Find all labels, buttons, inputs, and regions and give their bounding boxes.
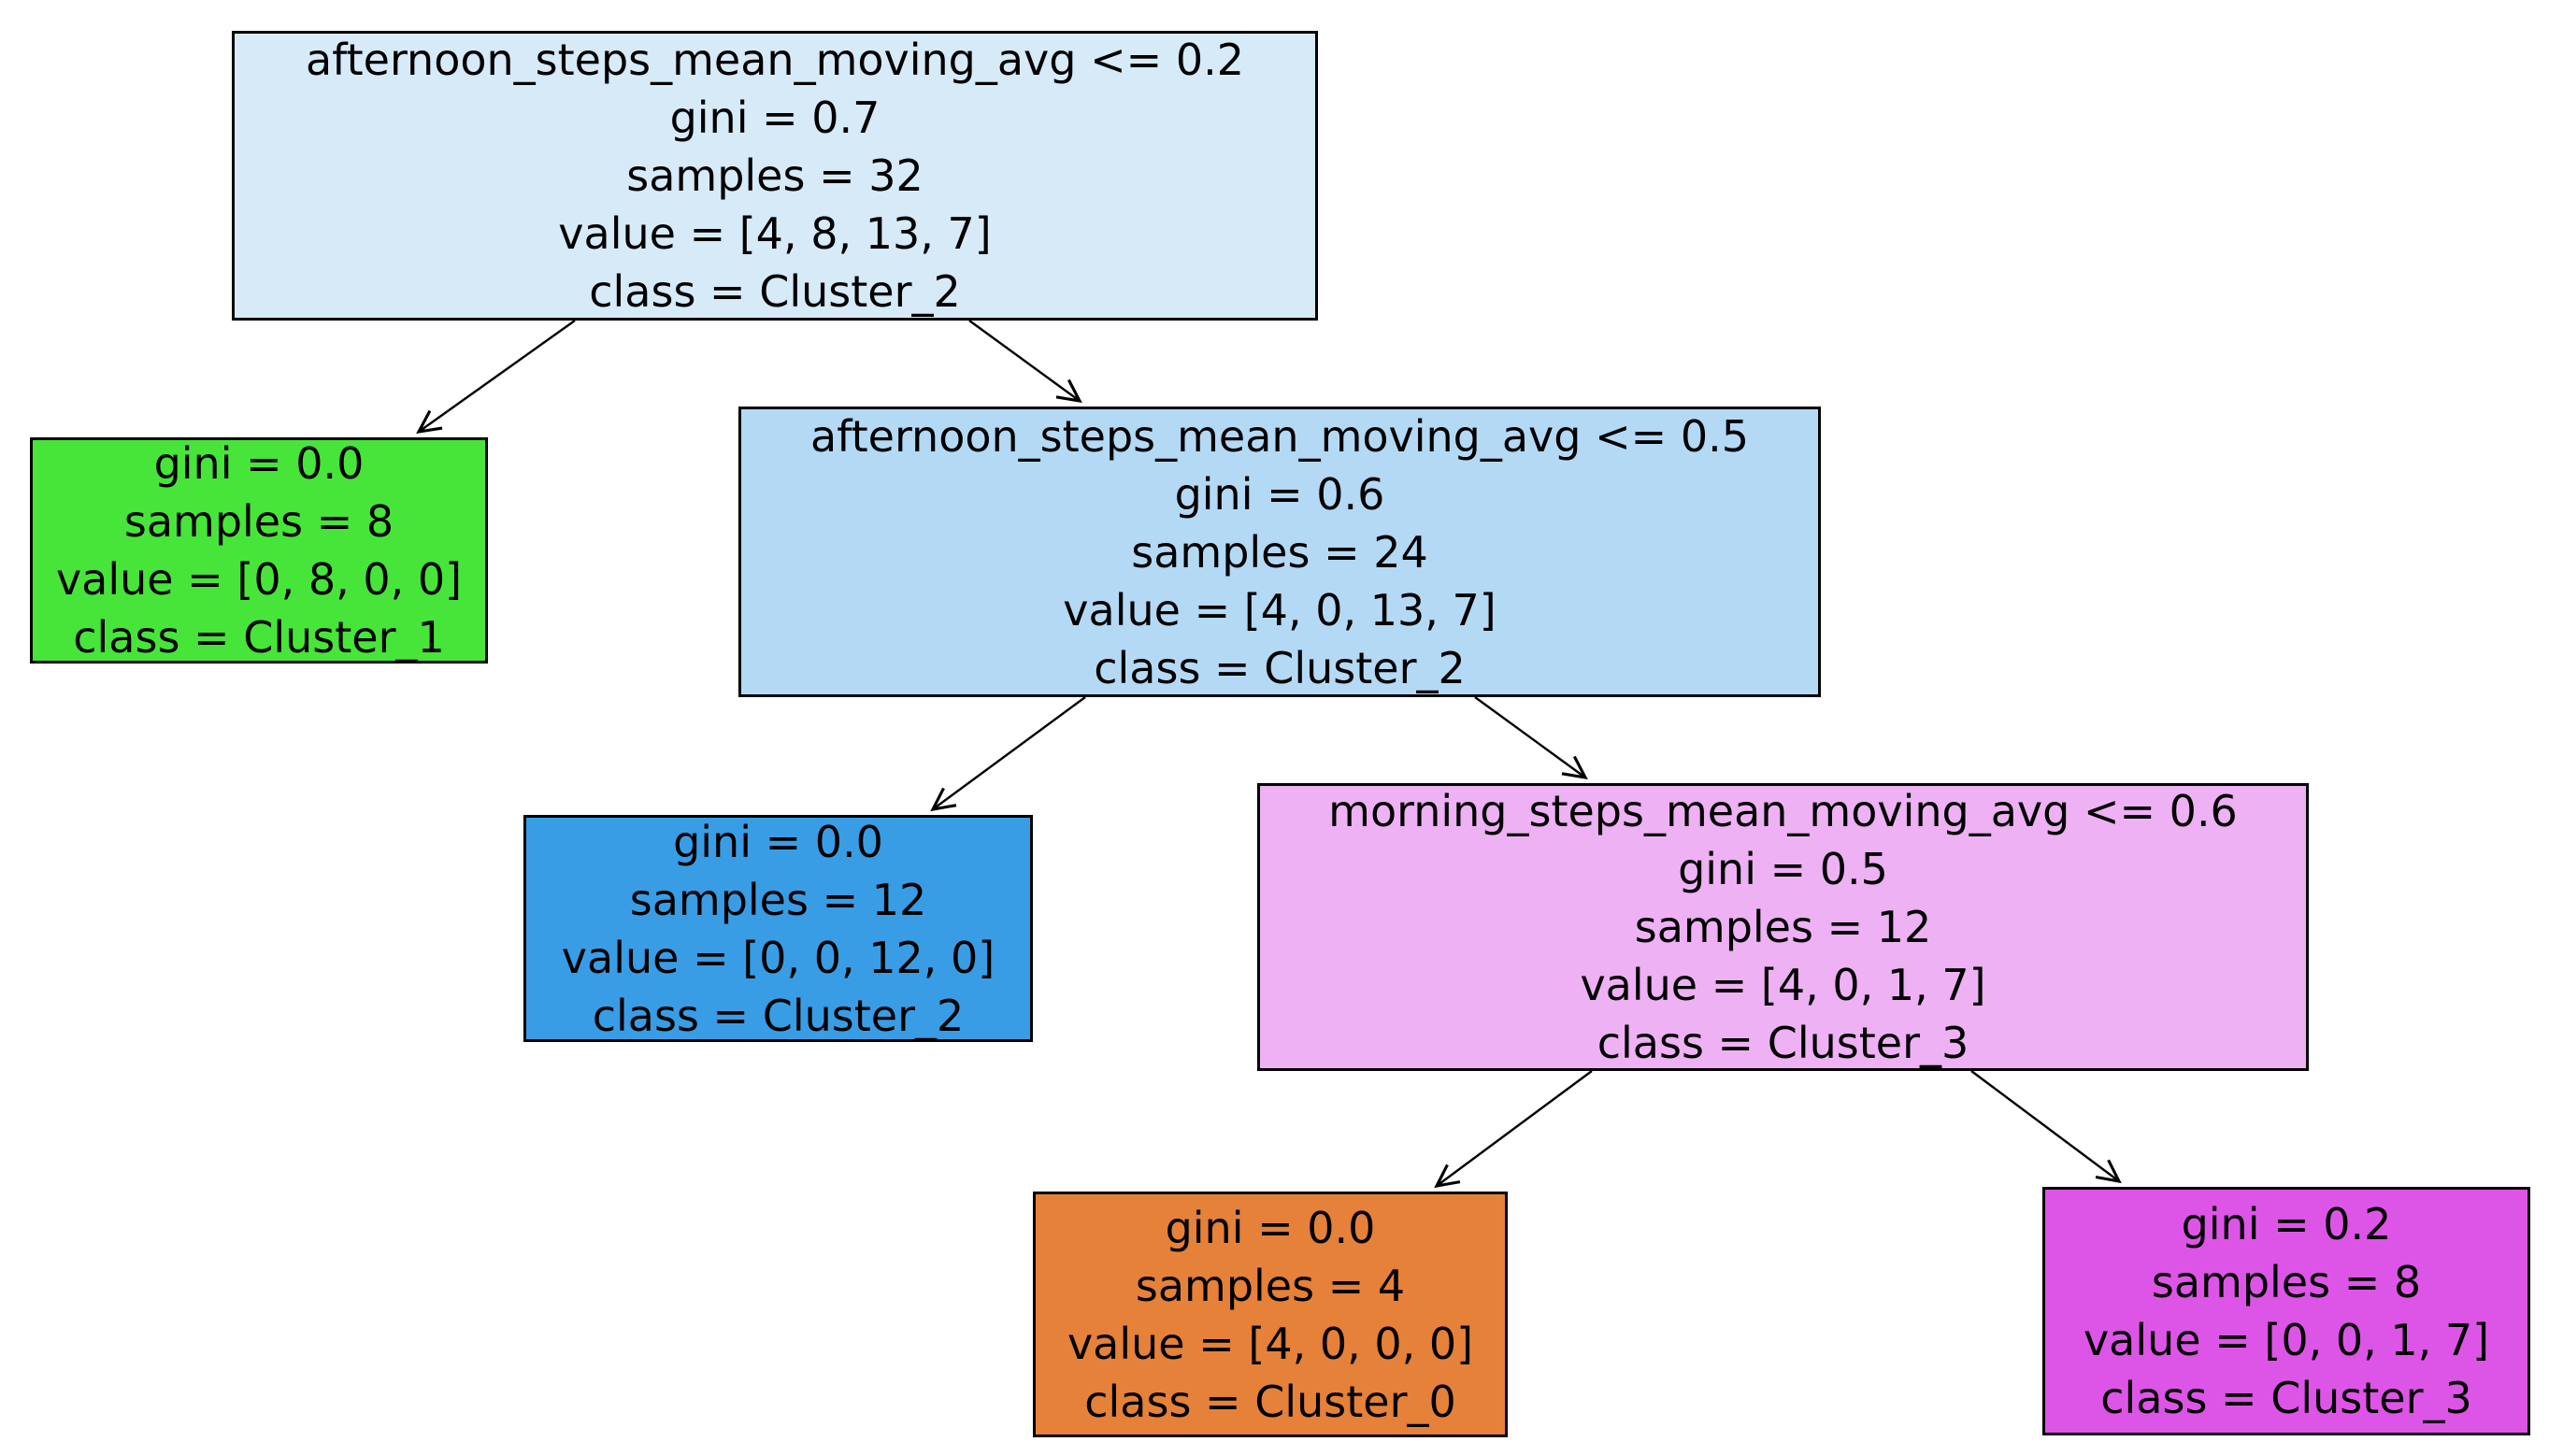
node-class: class = Cluster_3 (1597, 1018, 1969, 1068)
tree-split-node-4: morning_steps_mean_moving_avg <= 0.6 gini… (1257, 783, 2309, 1071)
node-samples: samples = 12 (1634, 902, 1932, 952)
node-class: class = Cluster_2 (592, 990, 965, 1041)
tree-leaf-node-3: gini = 0.0 samples = 12 value = [0, 0, 12,… (523, 815, 1033, 1042)
node-class: class = Cluster_3 (2100, 1373, 2472, 1423)
node-samples: samples = 32 (626, 150, 924, 201)
node-value: value = [4, 8, 13, 7] (558, 208, 992, 259)
tree-split-node-2: afternoon_steps_mean_moving_avg <= 0.5 gi… (738, 407, 1821, 697)
node-gini: gini = 0.0 (673, 816, 883, 867)
node-gini: gini = 0.6 (1174, 468, 1385, 520)
tree-edge-node-0-to-node-2 (968, 320, 1082, 404)
node-class: class = Cluster_2 (1094, 642, 1466, 693)
node-value: value = [0, 0, 12, 0] (561, 932, 995, 983)
node-gini: gini = 0.5 (1678, 844, 1888, 894)
tree-edge-node-2-to-node-3 (930, 696, 1086, 812)
node-class: class = Cluster_0 (1084, 1376, 1456, 1427)
node-split-condition: afternoon_steps_mean_moving_avg <= 0.2 (306, 35, 1244, 85)
node-value: value = [4, 0, 1, 7] (1580, 960, 1986, 1010)
node-gini: gini = 0.2 (2181, 1199, 2392, 1249)
node-value: value = [4, 0, 0, 0] (1067, 1318, 1474, 1369)
node-samples: samples = 8 (123, 496, 394, 547)
node-gini: gini = 0.0 (153, 438, 365, 489)
tree-split-node-0: afternoon_steps_mean_moving_avg <= 0.2 gi… (232, 31, 1318, 321)
node-samples: samples = 12 (629, 874, 927, 925)
node-gini: gini = 0.7 (669, 93, 881, 143)
node-samples: samples = 24 (1131, 526, 1428, 578)
tree-edge-node-0-to-node-1 (416, 320, 576, 435)
node-value: value = [0, 8, 0, 0] (55, 554, 463, 605)
node-class: class = Cluster_1 (73, 612, 445, 663)
node-split-condition: morning_steps_mean_moving_avg <= 0.6 (1328, 786, 2238, 836)
node-samples: samples = 8 (2151, 1257, 2422, 1307)
tree-leaf-node-5: gini = 0.0 samples = 4 value = [4, 0, 0, 0… (1033, 1192, 1508, 1437)
node-value: value = [0, 0, 1, 7] (2083, 1315, 2490, 1365)
node-gini: gini = 0.0 (1165, 1202, 1376, 1253)
node-samples: samples = 4 (1135, 1260, 1406, 1311)
tree-edge-node-4-to-node-5 (1434, 1070, 1593, 1189)
tree-leaf-node-6: gini = 0.2 samples = 8 value = [0, 0, 1, 7… (2042, 1187, 2530, 1435)
node-value: value = [4, 0, 13, 7] (1063, 584, 1496, 635)
tree-edge-node-2-to-node-4 (1474, 696, 1588, 780)
node-split-condition: afternoon_steps_mean_moving_avg <= 0.5 (810, 410, 1749, 462)
tree-leaf-node-1: gini = 0.0 samples = 8 value = [0, 8, 0, 0… (30, 437, 488, 664)
tree-edge-node-4-to-node-6 (1970, 1070, 2122, 1184)
node-class: class = Cluster_2 (589, 266, 961, 317)
